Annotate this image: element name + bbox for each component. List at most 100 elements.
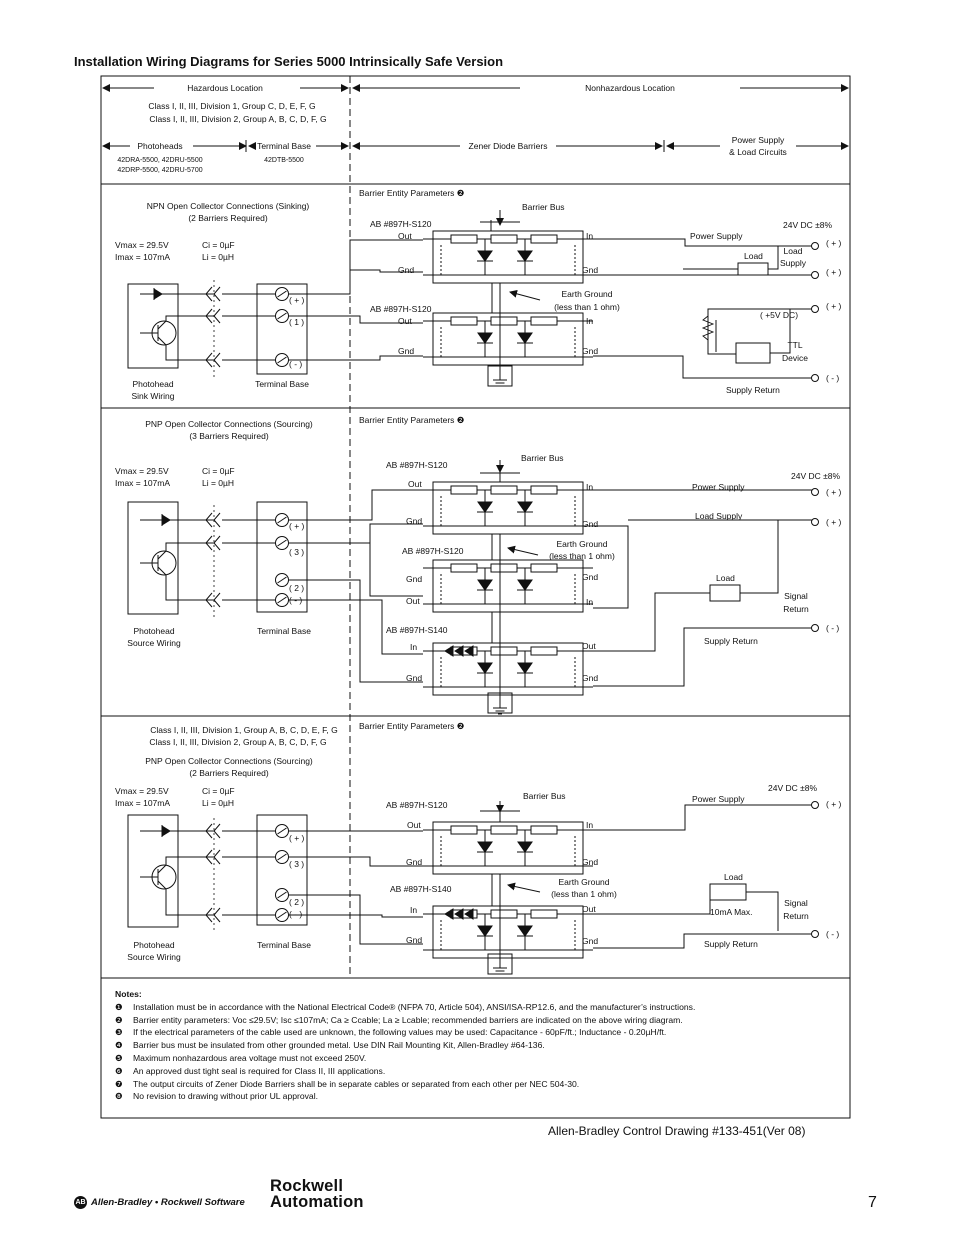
s2-term-plus: ( + ) bbox=[289, 521, 305, 531]
s1-ci: Ci = 0µF bbox=[202, 240, 235, 250]
s1-earth-1: Earth Ground bbox=[561, 289, 612, 299]
brand-line: AB Allen-Bradley • Rockwell Software bbox=[74, 1196, 245, 1209]
notes-title: Notes: bbox=[115, 989, 142, 999]
power-supply-label-2: & Load Circuits bbox=[729, 147, 787, 157]
power-supply-label-1: Power Supply bbox=[732, 135, 785, 145]
s3-barrier-bus: Barrier Bus bbox=[523, 791, 566, 801]
nonhazardous-label: Nonhazardous Location bbox=[585, 83, 675, 93]
s1-barrier-params: Barrier Entity Parameters ❷ bbox=[359, 188, 465, 198]
note-text: The output circuits of Zener Diode Barri… bbox=[133, 1078, 580, 1089]
s1-gnd-1: Gnd bbox=[398, 265, 414, 275]
s1-ttl-2: Device bbox=[782, 353, 808, 363]
s1-photohead-1: Photohead bbox=[132, 379, 173, 389]
s1-in-1: In bbox=[586, 231, 593, 241]
s2-photohead-2: Source Wiring bbox=[127, 638, 181, 648]
section-npn-sinking: NPN Open Collector Connections (Sinking)… bbox=[115, 188, 842, 401]
photoheads-models-2: 42DRP-5500, 42DRU-5700 bbox=[117, 167, 202, 174]
s1-out-2: Out bbox=[398, 316, 412, 326]
s3-in-1: In bbox=[586, 820, 593, 830]
s2-title-1: PNP Open Collector Connections (Sourcing… bbox=[145, 419, 313, 429]
s3-gnd-2: Gnd bbox=[582, 857, 598, 867]
s1-li: Li = 0µH bbox=[202, 252, 234, 262]
s2-supply-return: Supply Return bbox=[704, 636, 758, 646]
s3-power-supply: Power Supply bbox=[692, 794, 745, 804]
s3-load: Load bbox=[724, 872, 743, 882]
s2-in-2: In bbox=[586, 597, 593, 607]
s3-barrier-params: Barrier Entity Parameters ❷ bbox=[359, 721, 465, 731]
s3-title-1: PNP Open Collector Connections (Sourcing… bbox=[145, 756, 313, 766]
s3-photohead-2: Source Wiring bbox=[127, 952, 181, 962]
s3-minus-1: ( - ) bbox=[826, 929, 839, 939]
allen-bradley-logo-icon: AB bbox=[74, 1196, 87, 1209]
note-text: No revision to drawing without prior UL … bbox=[133, 1091, 319, 1102]
s2-ab-3: AB #897H-S140 bbox=[386, 625, 448, 635]
note-item: ❷ Barrier entity parameters: Voc ≤29.5V; … bbox=[115, 1014, 835, 1027]
s3-signal-2: Return bbox=[783, 911, 809, 921]
logo-line-1: Rockwell bbox=[270, 1177, 344, 1195]
s2-load-supply: Load Supply bbox=[695, 511, 743, 521]
s3-gnd-3: Gnd bbox=[406, 935, 422, 945]
s2-barrier-bus: Barrier Bus bbox=[521, 453, 564, 463]
s2-gnd-6: Gnd bbox=[582, 673, 598, 683]
s1-out-1: Out bbox=[398, 231, 412, 241]
s3-li: Li = 0µH bbox=[202, 798, 234, 808]
s2-plus-2: ( + ) bbox=[826, 517, 842, 527]
s2-ab-1: AB #897H-S120 bbox=[386, 460, 448, 470]
s2-power-supply: Power Supply bbox=[692, 482, 745, 492]
brand-text: Allen-Bradley • Rockwell Software bbox=[91, 1197, 245, 1208]
s3-vmax: Vmax = 29.5V bbox=[115, 786, 169, 796]
s1-title-2: (2 Barriers Required) bbox=[188, 213, 268, 223]
s2-ab-2: AB #897H-S120 bbox=[402, 546, 464, 556]
s2-photohead-1: Photohead bbox=[133, 626, 174, 636]
note-text: Barrier entity parameters: Voc ≤29.5V; I… bbox=[133, 1014, 683, 1025]
note-number: ❹ bbox=[115, 1040, 123, 1051]
s2-term-two: ( 2 ) bbox=[289, 583, 304, 593]
note-number: ❷ bbox=[115, 1014, 123, 1025]
s2-signal-2: Return bbox=[783, 604, 809, 614]
s3-gnd-4: Gnd bbox=[582, 936, 598, 946]
s2-earth-2: (less than 1 ohm) bbox=[549, 551, 615, 561]
s2-terminal-base: Terminal Base bbox=[257, 626, 311, 636]
s1-plus-3: ( + ) bbox=[826, 301, 842, 311]
note-text: Installation must be in accordance with … bbox=[133, 1001, 696, 1012]
s1-load-supply-2: Supply bbox=[780, 258, 807, 268]
s2-signal-1: Signal bbox=[784, 591, 808, 601]
s1-v5: ( +5V DC) bbox=[760, 310, 798, 320]
s1-v24: 24V DC ±8% bbox=[783, 220, 833, 230]
hazardous-label: Hazardous Location bbox=[187, 83, 263, 93]
s3-term-three: ( 3 ) bbox=[289, 859, 304, 869]
s2-plus-1: ( + ) bbox=[826, 487, 842, 497]
s3-supply-return: Supply Return bbox=[704, 939, 758, 949]
s3-title-2: (2 Barriers Required) bbox=[189, 768, 269, 778]
s3-photohead-1: Photohead bbox=[133, 940, 174, 950]
drawing-reference: Allen-Bradley Control Drawing #133-451(V… bbox=[548, 1124, 806, 1138]
s3-ci: Ci = 0µF bbox=[202, 786, 235, 796]
s1-term-one: ( 1 ) bbox=[289, 317, 304, 327]
note-text: An approved dust tight seal is required … bbox=[133, 1065, 386, 1076]
s2-load: Load bbox=[716, 573, 735, 583]
s1-plus-2: ( + ) bbox=[826, 267, 842, 277]
s3-term-plus: ( + ) bbox=[289, 833, 305, 843]
terminal-model: 42DTB-5500 bbox=[264, 157, 304, 164]
s2-term-three: ( 3 ) bbox=[289, 547, 304, 557]
s1-title-1: NPN Open Collector Connections (Sinking) bbox=[147, 201, 310, 211]
class-line-1: Class I, II, III, Division 1, Group C, D… bbox=[148, 101, 315, 111]
s1-barrier-bus: Barrier Bus bbox=[522, 202, 565, 212]
s3-ab-2: AB #897H-S140 bbox=[390, 884, 452, 894]
note-number: ❻ bbox=[115, 1065, 123, 1076]
s3-signal-1: Signal bbox=[784, 898, 808, 908]
s3-class-line-2: Class I, II, III, Division 2, Group A, B… bbox=[149, 737, 326, 747]
section-pnp-sourcing-3: PNP Open Collector Connections (Sourcing… bbox=[115, 415, 842, 715]
s1-plus-1: ( + ) bbox=[826, 238, 842, 248]
s1-ab-1: AB #897H-S120 bbox=[370, 219, 432, 229]
note-number: ❺ bbox=[115, 1052, 123, 1063]
s1-power-supply: Power Supply bbox=[690, 231, 743, 241]
s1-term-plus: ( + ) bbox=[289, 295, 305, 305]
s1-vmax: Vmax = 29.5V bbox=[115, 240, 169, 250]
s2-li: Li = 0µH bbox=[202, 478, 234, 488]
